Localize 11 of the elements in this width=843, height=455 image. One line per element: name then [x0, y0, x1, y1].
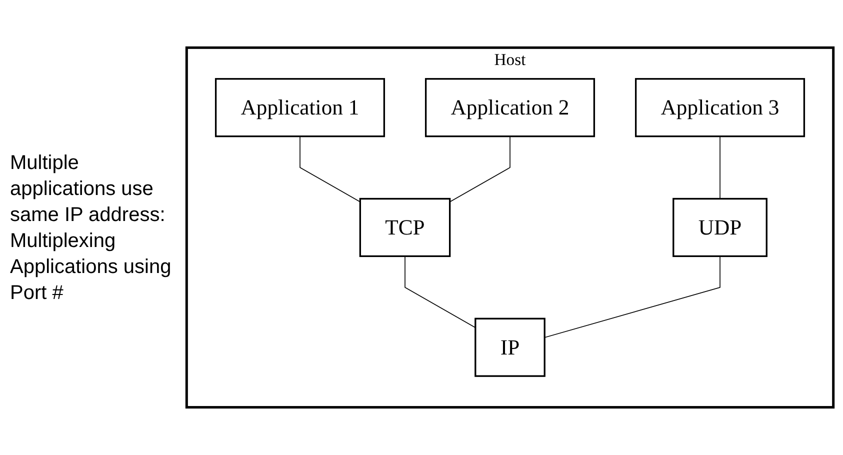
- node-box: Application 3: [634, 78, 806, 138]
- node-box: Application 2: [424, 78, 596, 138]
- note-text: Multiple applications use same IP address: Multiplexing Applications using Port #: [10, 150, 172, 306]
- node-box: Application 1: [214, 78, 386, 138]
- connector: [404, 256, 476, 328]
- node-box: TCP: [359, 198, 451, 258]
- connector: [449, 136, 510, 202]
- node-box: UDP: [672, 198, 768, 258]
- connector: [300, 136, 361, 202]
- connector: [544, 256, 720, 338]
- node-box: IP: [474, 318, 546, 377]
